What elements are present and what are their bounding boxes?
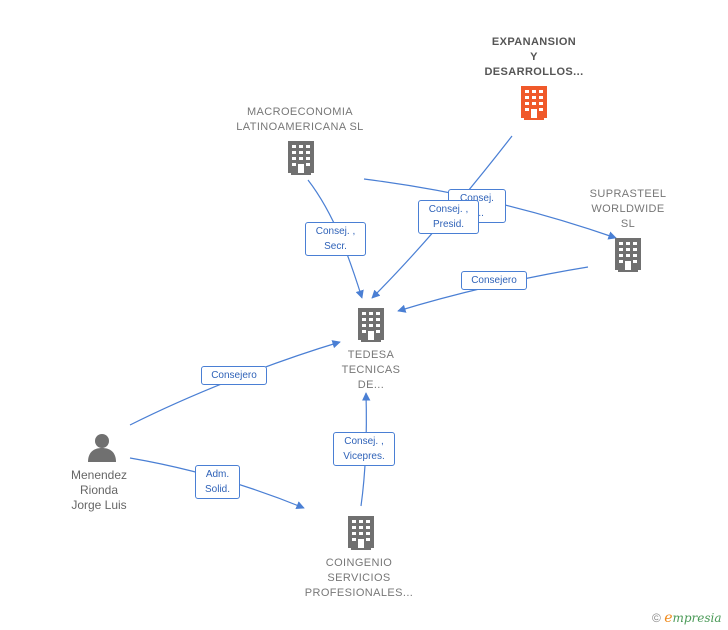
edge-label-menendez-tedesa: Consejero: [201, 366, 267, 385]
node-label-menendez[interactable]: Menendez Rionda Jorge Luis: [70, 468, 128, 512]
edge-label-menendez-coingenio: Adm. Solid.: [195, 465, 240, 499]
node-label-expansion[interactable]: EXPANANSION Y DESARROLLOS...: [484, 36, 584, 78]
node-label-suprasteel[interactable]: SUPRASTEEL WORLDWIDE SL: [589, 188, 667, 230]
building-icon[interactable]: [521, 86, 547, 120]
copyright-symbol: ©: [652, 611, 661, 625]
brand-logo-text: mpresia: [672, 611, 722, 625]
edge-label-coingenio-tedesa: Consej. , Vicepres.: [333, 432, 395, 466]
node-label-coingenio[interactable]: COINGENIO SERVICIOS PROFESIONALES...: [304, 557, 414, 599]
building-icon[interactable]: [615, 238, 641, 272]
edge-label-suprasteel-tedesa: Consejero: [461, 271, 527, 290]
building-icon[interactable]: [288, 141, 314, 175]
node-label-tedesa[interactable]: TEDESA TECNICAS DE...: [341, 349, 401, 391]
building-icon[interactable]: [358, 308, 384, 342]
edge-label-expansion-tedesa: Consej. , Presid.: [418, 200, 479, 234]
node-label-macroeconomia[interactable]: MACROECONOMIA LATINOAMERICANA SL: [236, 106, 364, 133]
footer-brand: © empresia: [652, 610, 722, 626]
edge-label-macroeconomia-tedesa: Consej. , Secr.: [305, 222, 366, 256]
brand-logo-initial: e: [664, 610, 673, 626]
building-icon[interactable]: [348, 516, 374, 550]
person-icon[interactable]: [88, 434, 116, 462]
